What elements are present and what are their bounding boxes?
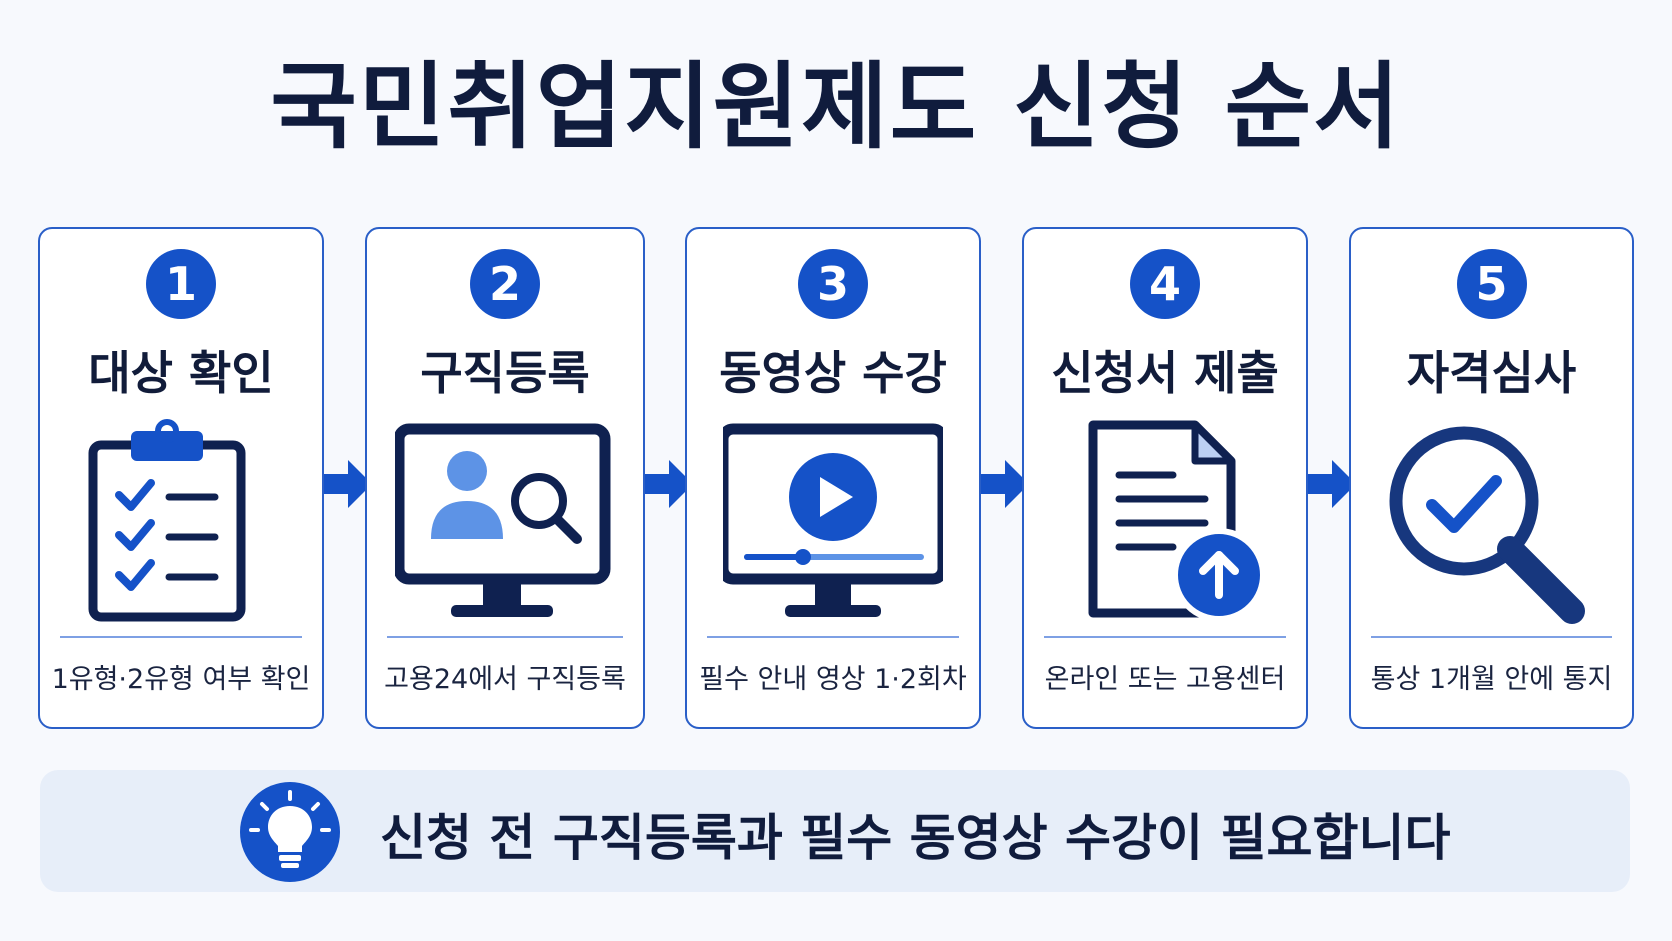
step-card-1: 1 대상 확인 1유형·2유형 여부 확인 — [38, 227, 324, 729]
step-label-3: 동영상 수강 — [719, 346, 947, 400]
arrow-right-icon — [981, 460, 1029, 508]
step-label-1: 대상 확인 — [88, 346, 274, 400]
step-number-4: 4 — [1130, 249, 1200, 319]
arrow-right-icon — [1308, 460, 1356, 508]
step-desc-2: 고용24에서 구직등록 — [384, 664, 626, 695]
step-label-5: 자격심사 — [1406, 346, 1577, 400]
step-number-1: 1 — [146, 249, 216, 319]
step-divider-4 — [1044, 636, 1286, 638]
step-number-5: 5 — [1456, 249, 1527, 319]
step-card-2: 2 구직등록 고용24에서 구직등록 — [365, 227, 645, 729]
step-card-5: 5 자격심사 통상 1개월 안에 통지 — [1349, 227, 1634, 729]
notice-banner: 신청 전 구직등록과 필수 동영상 수강이 필요합니다 — [40, 770, 1630, 892]
step-divider-1 — [60, 636, 302, 638]
step-number-2: 2 — [470, 249, 540, 319]
step-label-2: 구직등록 — [420, 346, 590, 400]
arrow-right-icon — [645, 460, 693, 508]
clipboard-checklist-icon — [88, 419, 246, 622]
document-upload-icon — [1088, 420, 1266, 622]
step-divider-3 — [707, 636, 959, 638]
arrow-right-icon — [324, 460, 372, 508]
step-desc-3: 필수 안내 영상 1·2회차 — [699, 664, 967, 695]
lightbulb-icon — [240, 782, 340, 882]
magnifier-check-icon — [1389, 426, 1585, 624]
step-number-3: 3 — [798, 249, 868, 319]
notice-text: 신청 전 구직등록과 필수 동영상 수강이 필요합니다 — [380, 809, 1451, 867]
step-divider-2 — [387, 636, 623, 638]
step-divider-5 — [1371, 636, 1612, 638]
step-desc-5: 통상 1개월 안에 통지 — [1370, 664, 1613, 695]
step-desc-1: 1유형·2유형 여부 확인 — [51, 664, 311, 695]
step-label-4: 신청서 제출 — [1051, 346, 1279, 400]
step-card-4: 4 신청서 제출 온라인 또는 고용센터 — [1022, 227, 1308, 729]
monitor-user-search-icon — [395, 423, 611, 617]
monitor-video-play-icon — [723, 423, 943, 617]
step-desc-4: 온라인 또는 고용센터 — [1044, 664, 1286, 695]
step-card-3: 3 동영상 수강 필수 안내 영상 1·2회차 — [685, 227, 981, 729]
page-title: 국민취업지원제도 신청 순서 — [270, 53, 1402, 162]
